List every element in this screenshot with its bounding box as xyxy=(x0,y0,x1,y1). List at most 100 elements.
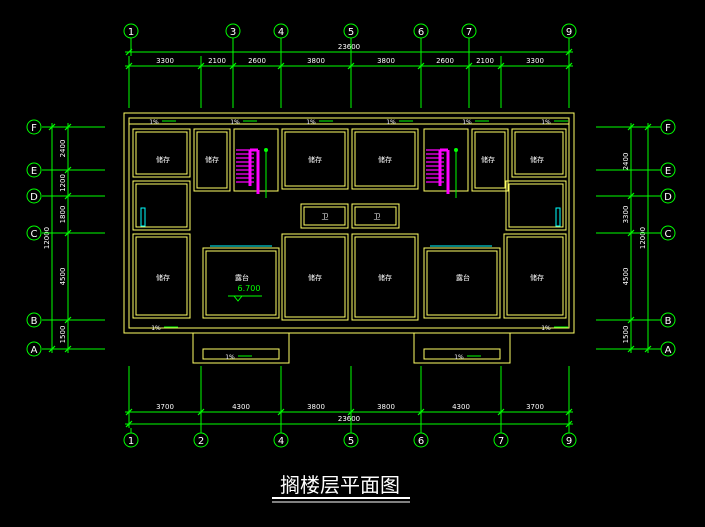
axis-label: 5 xyxy=(348,27,354,38)
room-wall xyxy=(351,233,419,321)
room-label-toilet: 卫 xyxy=(374,213,381,221)
slope-label: 1% xyxy=(230,119,240,126)
axis-bubble xyxy=(660,341,676,357)
axis-bubble xyxy=(193,432,209,448)
room-label-storage: 储存 xyxy=(308,155,322,164)
slope-label: 1% xyxy=(149,119,159,126)
room-wall-inner xyxy=(354,206,397,226)
axis-label: C xyxy=(31,229,38,240)
slope-label: 1% xyxy=(306,119,316,126)
axis-label: B xyxy=(665,316,672,327)
axis-label: C xyxy=(665,229,672,240)
room-label-terrace: 露台 xyxy=(456,273,470,282)
left-total-dimension-value: 12000 xyxy=(43,227,51,249)
stair-well-right xyxy=(423,128,469,192)
room-wall-inner xyxy=(506,236,564,316)
elevation-symbol xyxy=(228,295,262,302)
axis-label: 4 xyxy=(278,436,284,447)
top-dimension-value: 3300 xyxy=(526,57,544,65)
window xyxy=(555,207,561,227)
axis-label: 1 xyxy=(128,436,134,447)
slope-label: 1% xyxy=(541,325,551,332)
room-wall-inner xyxy=(196,131,228,189)
outer-wall-outer xyxy=(123,112,575,334)
axis-label: 7 xyxy=(498,436,504,447)
room-wall xyxy=(132,128,191,178)
room-wall xyxy=(300,203,349,229)
axis-label: 9 xyxy=(566,436,572,447)
bottom-dimension-value: 4300 xyxy=(452,403,470,411)
room-wall-inner xyxy=(474,131,506,189)
axis-bubble xyxy=(461,23,477,39)
room-wall xyxy=(471,128,509,192)
left-dimension-value: 1800 xyxy=(59,206,67,224)
axis-bubble xyxy=(343,23,359,39)
drawing-title: 搁楼层平面图 xyxy=(280,473,400,497)
room-wall-inner xyxy=(284,131,346,187)
stair-well-left xyxy=(233,128,279,192)
axis-bubble xyxy=(660,119,676,135)
axis-label: 2 xyxy=(198,436,204,447)
room-wall xyxy=(511,128,567,178)
room-label-storage: 储存 xyxy=(308,273,322,282)
slope-label: 1% xyxy=(151,325,161,332)
room-label-storage: 储存 xyxy=(530,155,544,164)
right-total-dimension-value: 12000 xyxy=(639,227,647,249)
axis-label: 9 xyxy=(566,27,572,38)
right-dimension-value: 4500 xyxy=(622,268,630,286)
axis-bubble xyxy=(493,432,509,448)
axis-label: 7 xyxy=(466,27,472,38)
room-wall xyxy=(351,128,419,190)
axis-bubble xyxy=(413,23,429,39)
axis-label: A xyxy=(665,345,672,356)
axis-label: F xyxy=(665,123,671,134)
room-wall-inner xyxy=(135,236,188,316)
bottom-dimension-value: 3800 xyxy=(377,403,395,411)
room-wall xyxy=(505,180,567,231)
room-label-storage: 储存 xyxy=(378,155,392,164)
axis-bubble xyxy=(26,188,42,204)
top-dimension-value: 3800 xyxy=(377,57,395,65)
axis-bubble xyxy=(26,162,42,178)
balcony-right-rail xyxy=(423,348,501,360)
axis-label: D xyxy=(664,192,672,203)
axis-label: D xyxy=(30,192,38,203)
right-dimension-value: 1500 xyxy=(622,326,630,344)
room-label-storage: 储存 xyxy=(378,273,392,282)
room-wall-inner xyxy=(354,131,416,187)
detail-layer xyxy=(140,148,561,247)
left-dimension-value: 1500 xyxy=(59,326,67,344)
top-dimension-value: 3300 xyxy=(156,57,174,65)
right-dimension-value: 3300 xyxy=(622,206,630,224)
room-wall xyxy=(132,233,191,319)
room-wall-inner xyxy=(284,236,346,318)
room-label-storage: 储存 xyxy=(530,273,544,282)
slope-label: 1% xyxy=(386,119,396,126)
room-label-storage: 储存 xyxy=(156,155,170,164)
axis-label: 5 xyxy=(348,436,354,447)
room-wall xyxy=(281,128,349,190)
axis-label: F xyxy=(31,123,37,134)
axis-bubble xyxy=(660,188,676,204)
top-dimension-value: 2600 xyxy=(248,57,266,65)
room-wall xyxy=(351,203,400,229)
axis-bubble xyxy=(26,119,42,135)
balcony-left-rail xyxy=(202,348,280,360)
axis-label: B xyxy=(31,316,38,327)
right-dimension-value: 2400 xyxy=(622,153,630,171)
room-wall-inner xyxy=(135,131,188,175)
left-dimension-value: 4500 xyxy=(59,268,67,286)
left-dimension-value: 1200 xyxy=(59,174,67,192)
window xyxy=(140,207,146,227)
room-label-storage: 储存 xyxy=(481,155,495,164)
room-wall-inner xyxy=(514,131,564,175)
top-dimension-value: 3800 xyxy=(307,57,325,65)
axis-bubble xyxy=(26,312,42,328)
room-wall-inner xyxy=(205,250,277,316)
elevation-label: 6.700 xyxy=(238,284,261,293)
axis-bubble xyxy=(273,432,289,448)
balcony-left xyxy=(192,332,290,364)
room-wall-inner xyxy=(135,183,188,228)
